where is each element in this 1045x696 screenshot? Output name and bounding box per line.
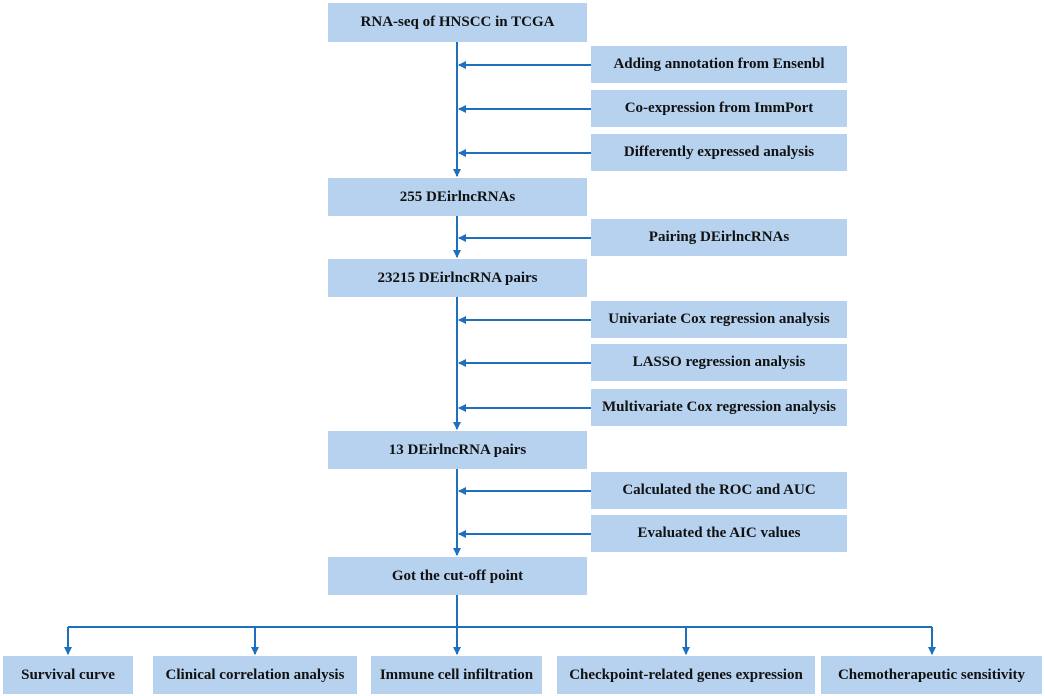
- side-step-aic: Evaluated the AIC values: [591, 515, 847, 552]
- side-step-roc-auc: Calculated the ROC and AUC: [591, 472, 847, 509]
- side-step-multivariate-cox: Multivariate Cox regression analysis: [591, 389, 847, 426]
- side-step-lasso: LASSO regression analysis: [591, 344, 847, 381]
- side-step-immport-coexpression: Co-expression from ImmPort: [591, 90, 847, 127]
- side-step-differential-expression: Differently expressed analysis: [591, 134, 847, 171]
- step-cutoff-point: Got the cut-off point: [328, 557, 587, 595]
- outcome-survival-curve: Survival curve: [3, 656, 133, 694]
- outcome-chemotherapeutic-sensitivity: Chemotherapeutic sensitivity: [821, 656, 1042, 694]
- side-step-univariate-cox: Univariate Cox regression analysis: [591, 301, 847, 338]
- side-step-ensembl-annotation: Adding annotation from Ensenbl: [591, 46, 847, 83]
- outcome-clinical-correlation: Clinical correlation analysis: [153, 656, 357, 694]
- step-23215-pairs: 23215 DEirlncRNA pairs: [328, 259, 587, 297]
- outcome-immune-infiltration: Immune cell infiltration: [371, 656, 542, 694]
- side-step-pairing: Pairing DEirlncRNAs: [591, 219, 847, 256]
- step-13-pairs: 13 DEirlncRNA pairs: [328, 431, 587, 469]
- step-rnaseq-tcga: RNA-seq of HNSCC in TCGA: [328, 3, 587, 42]
- outcome-checkpoint-genes: Checkpoint-related genes expression: [557, 656, 815, 694]
- step-255-deirlncrnas: 255 DEirlncRNAs: [328, 178, 587, 216]
